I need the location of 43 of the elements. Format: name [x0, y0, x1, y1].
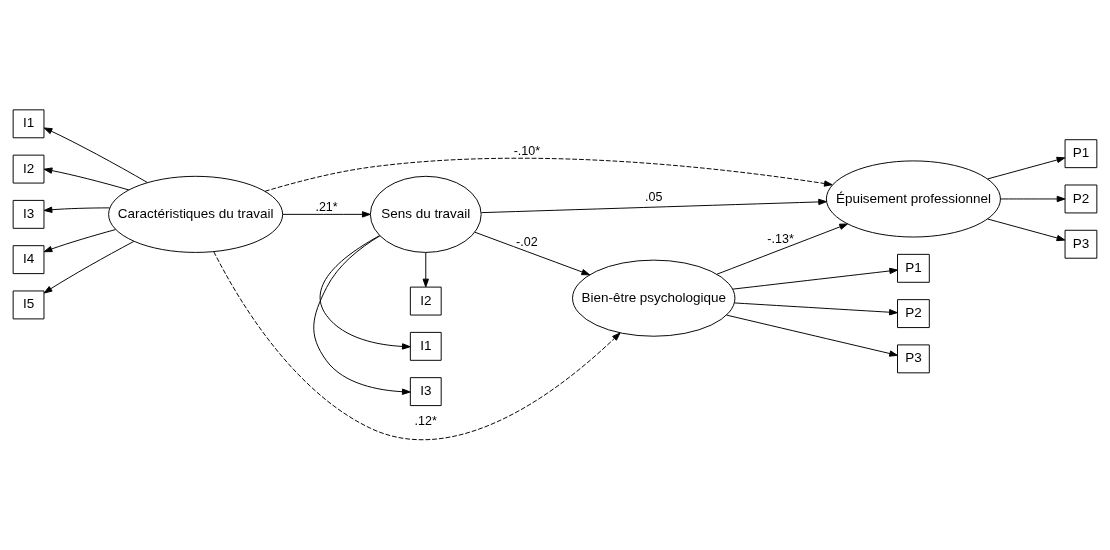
node-ellipse: Caractéristiques du travail [108, 175, 284, 253]
arrow [43, 167, 130, 191]
edge-label: .12* [414, 413, 437, 428]
node-box: I2 [12, 154, 45, 184]
node-box: I3 [409, 377, 442, 407]
arrow [734, 302, 898, 316]
arrow [732, 267, 898, 290]
node-box: P1 [1064, 139, 1098, 169]
arrow [43, 240, 135, 294]
arrow [987, 218, 1066, 242]
arrow [282, 211, 371, 218]
arrow [422, 252, 429, 288]
node-box: I1 [12, 109, 45, 139]
arrow [213, 251, 621, 440]
arrow [716, 223, 848, 275]
node-box: P2 [897, 299, 930, 329]
node-box: P1 [897, 253, 930, 283]
edge-label: .21* [315, 199, 338, 214]
arrow [1000, 195, 1066, 203]
arrow [43, 127, 149, 184]
edge-label: -.13* [767, 231, 794, 246]
node-box: I2 [409, 286, 442, 316]
arrow [319, 235, 411, 350]
node-ellipse: Sens du travail [369, 175, 482, 253]
arrow [264, 157, 833, 192]
node-box: I3 [12, 199, 45, 229]
arrow [726, 314, 898, 357]
arrow [474, 231, 591, 276]
edge-label: -.02 [516, 234, 538, 249]
node-box: I4 [12, 245, 45, 275]
node-box: I1 [409, 331, 442, 361]
node-box: P3 [1064, 229, 1098, 259]
edge-label: -.10* [513, 144, 541, 159]
arrow [43, 206, 111, 213]
arrow [43, 229, 116, 253]
node-box: I5 [12, 290, 45, 320]
arrow [313, 235, 411, 395]
node-ellipse: Bien-être psychologique [572, 259, 736, 337]
edge-label: .05 [645, 190, 663, 205]
node-box: P2 [1064, 184, 1098, 214]
arrow [987, 156, 1066, 180]
node-box: P3 [897, 344, 930, 374]
arrow [481, 198, 827, 214]
